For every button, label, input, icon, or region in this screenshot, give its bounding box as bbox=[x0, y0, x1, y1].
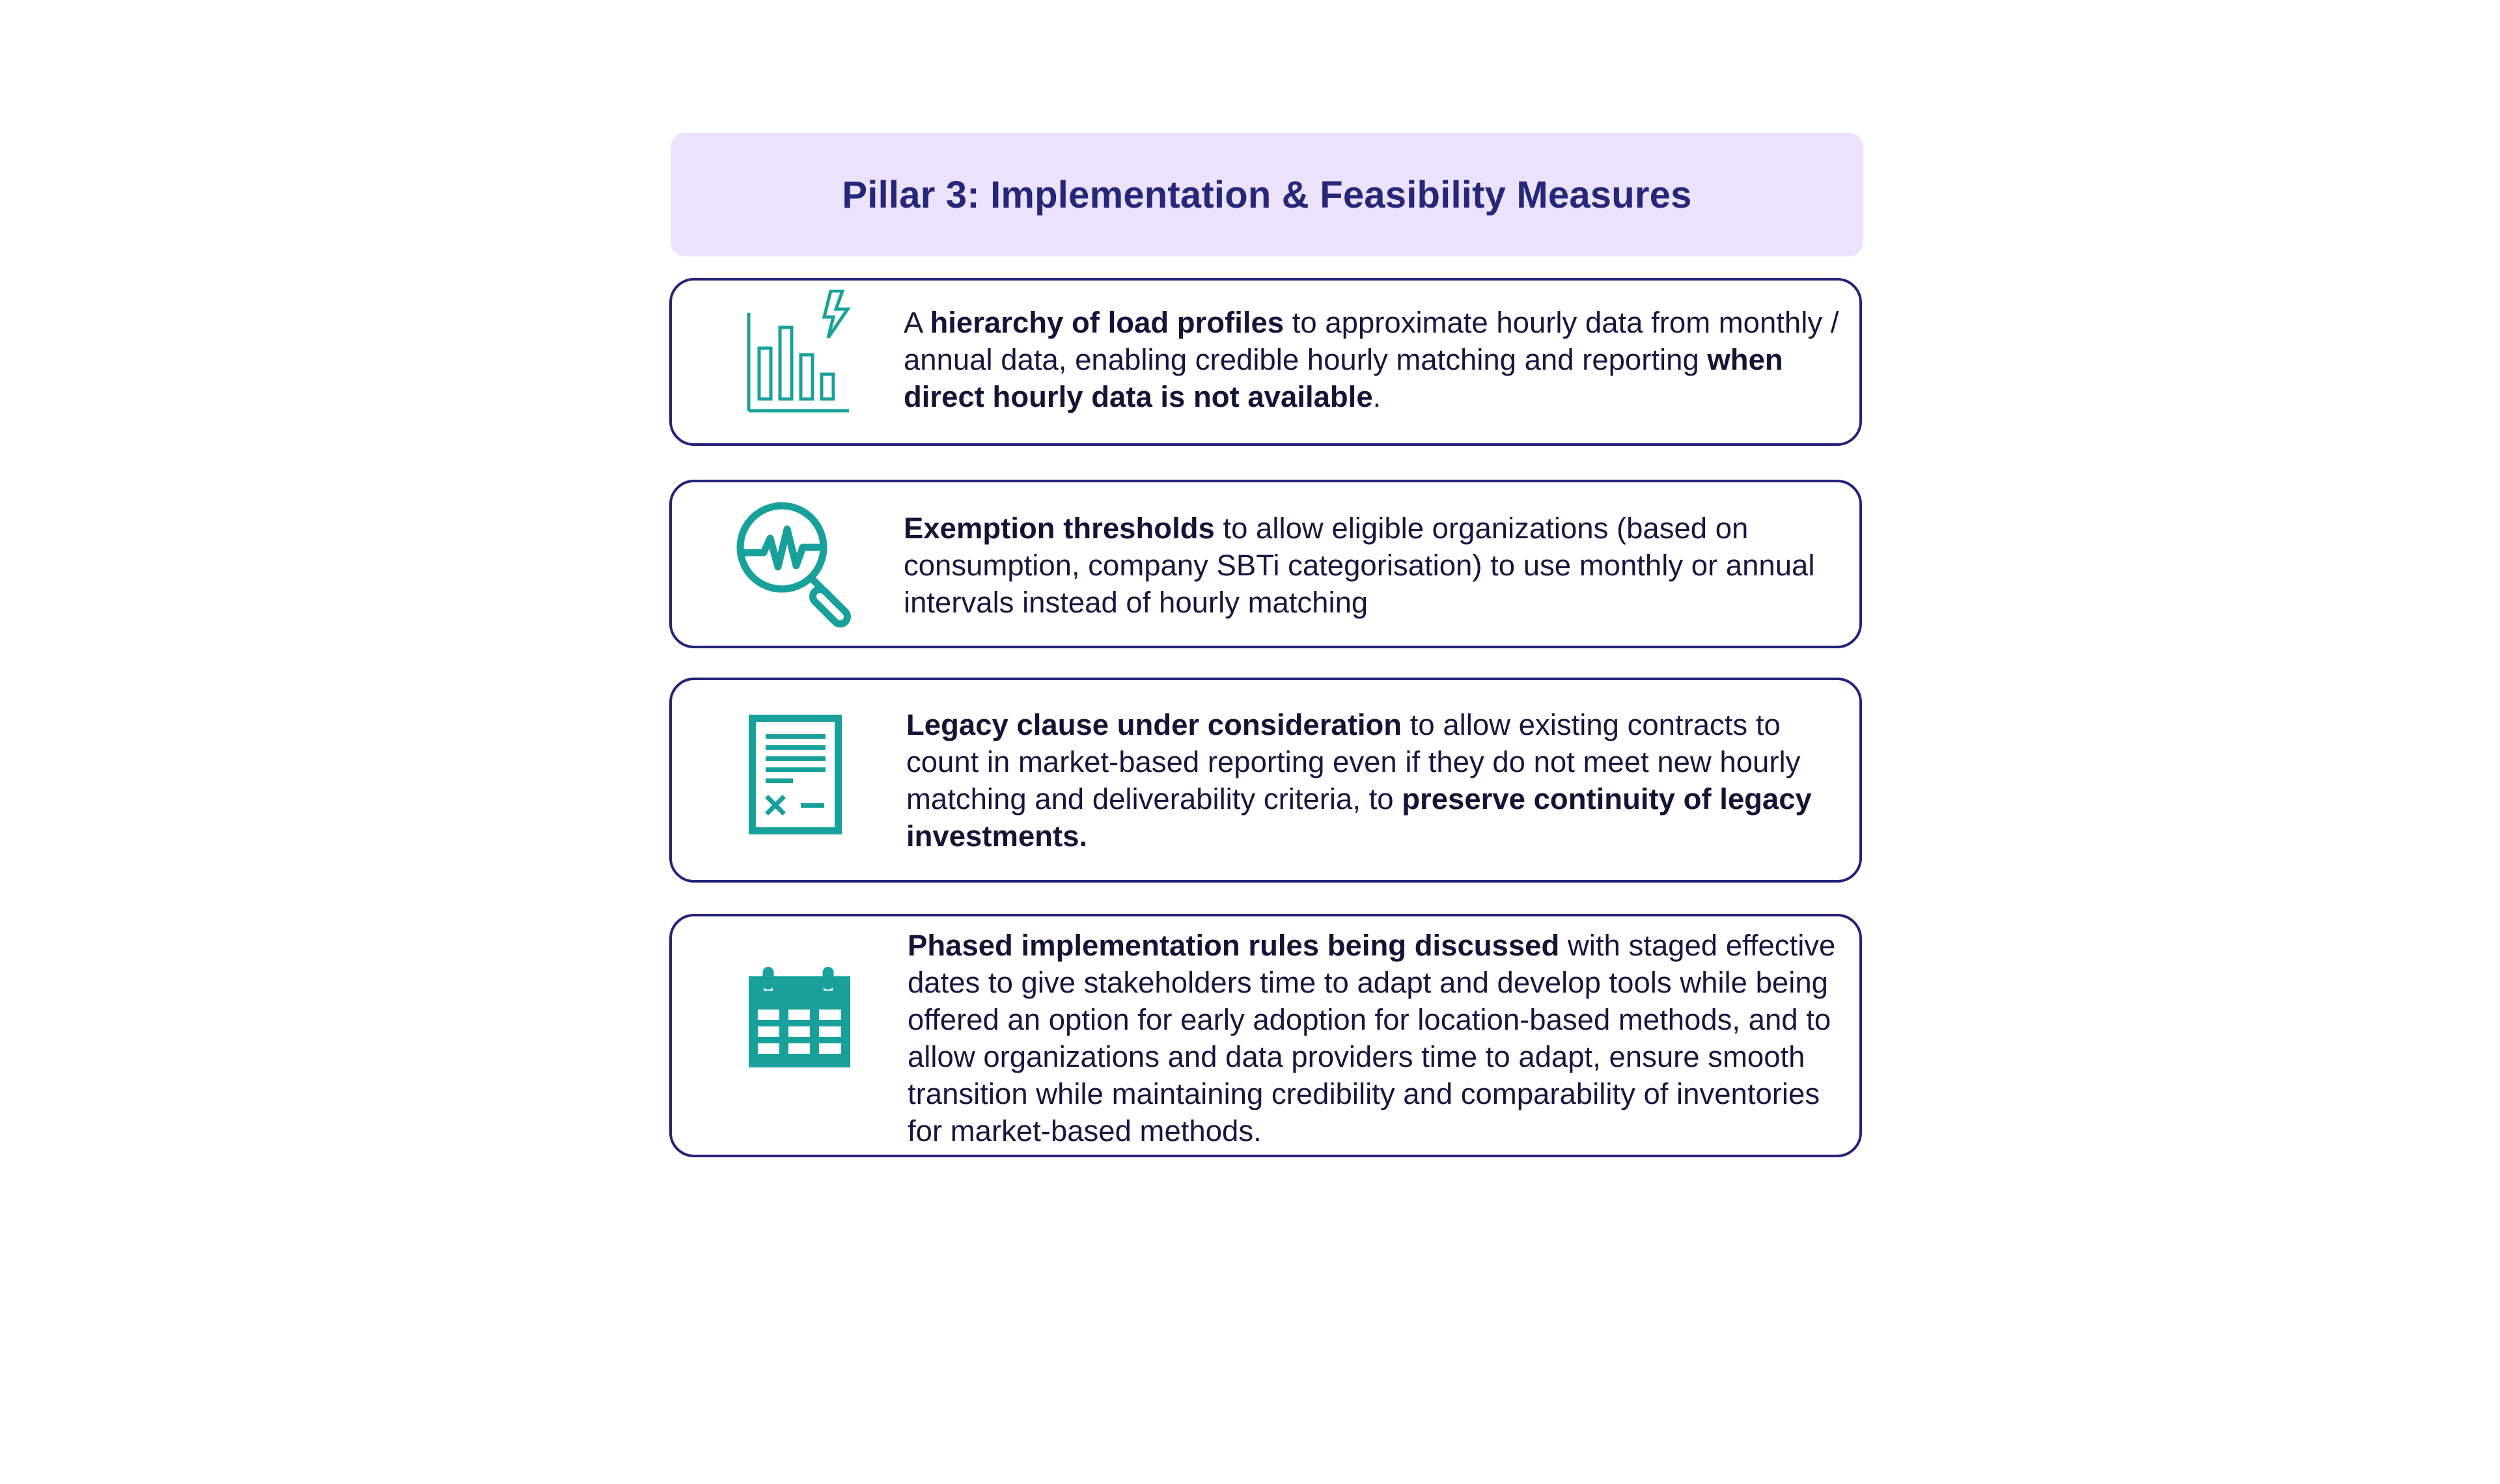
calendar-icon bbox=[749, 967, 850, 1067]
measure-text-phased-implementation: Phased implementation rules being discus… bbox=[908, 929, 1836, 1147]
pillar-title: Pillar 3: Implementation & Feasibility M… bbox=[842, 173, 1692, 216]
document-icon bbox=[749, 715, 842, 834]
measure-text-legacy-clause: Legacy clause under consideration to all… bbox=[906, 708, 1812, 853]
measure-card-legacy-clause: Legacy clause under consideration to all… bbox=[669, 678, 1862, 883]
measure-text-load-profiles: A hierarchy of load profiles to approxim… bbox=[904, 306, 1839, 413]
measure-card-exemption-thresholds: Exemption thresholds to allow eligible o… bbox=[669, 480, 1862, 648]
measure-card-phased-implementation: Phased implementation rules being discus… bbox=[669, 914, 1862, 1157]
pillar-header: Pillar 3: Implementation & Feasibility M… bbox=[671, 133, 1863, 256]
measure-card-load-profiles: A hierarchy of load profiles to approxim… bbox=[669, 278, 1862, 446]
magnifier-pulse-icon bbox=[736, 502, 852, 628]
measure-text-exemption-thresholds: Exemption thresholds to allow eligible o… bbox=[904, 512, 1815, 619]
bar-chart-lightning-icon bbox=[747, 290, 851, 413]
